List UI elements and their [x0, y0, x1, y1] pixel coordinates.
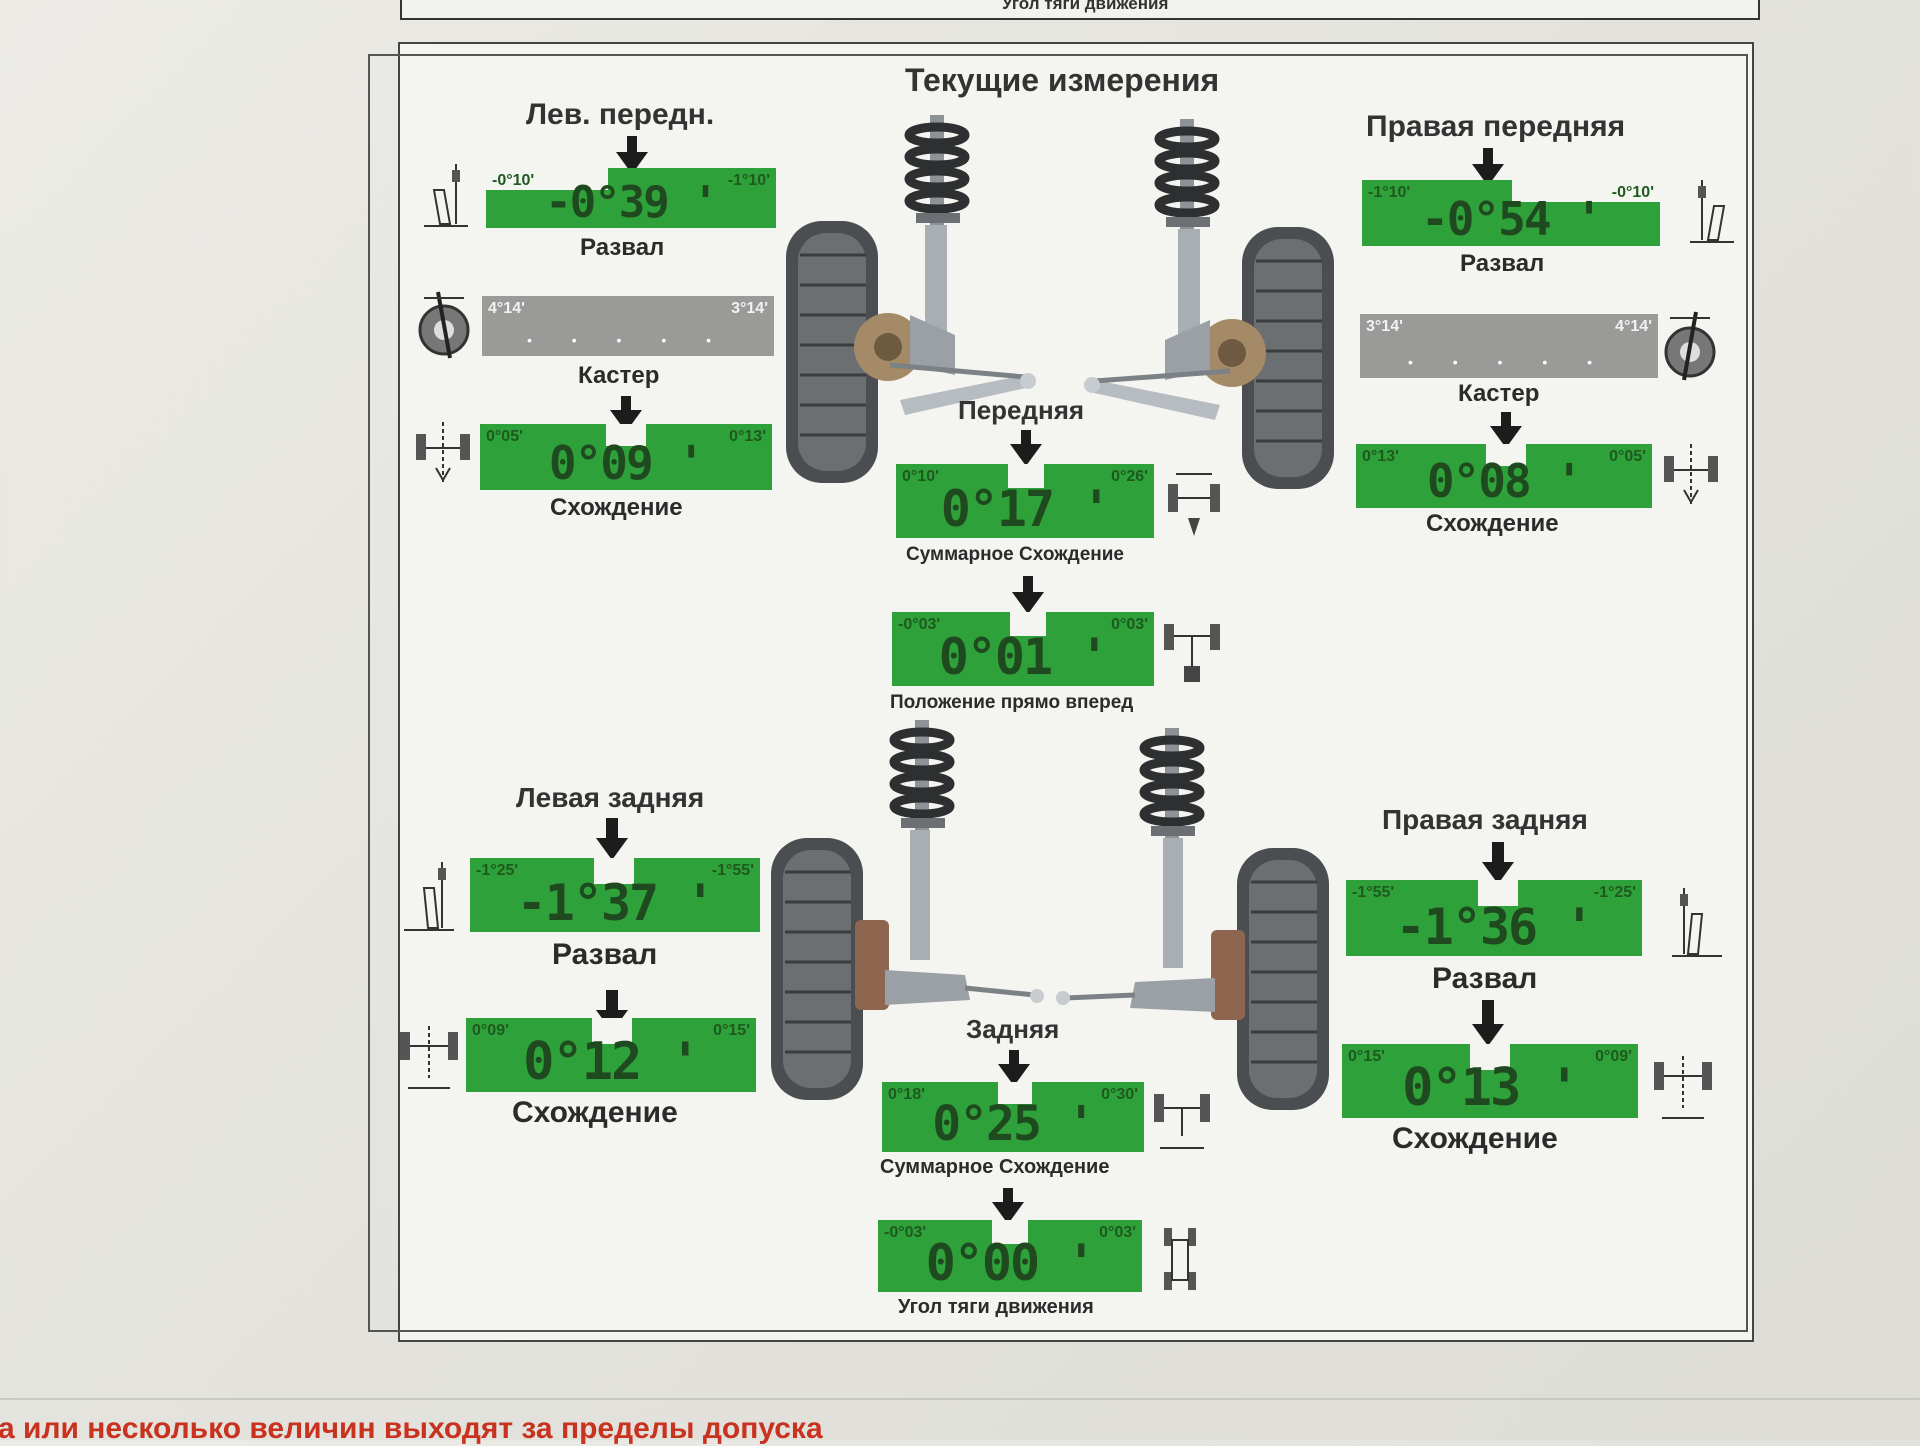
front-right-caster-min: 3°14' — [1366, 318, 1403, 335]
toe-icon — [1654, 1056, 1712, 1119]
front-left-toe-gauge: 0°05' 0°13' 0°09 ' — [480, 424, 772, 490]
front-left-caster-min: 4°14' — [488, 300, 525, 317]
rear-total-toe-label: Суммарное Схождение — [880, 1156, 1110, 1178]
rear-right-camber-max: -1°25' — [1593, 884, 1636, 901]
rear-left-heading: Левая задняя — [516, 782, 705, 813]
rear-right-drum — [1211, 930, 1245, 1020]
front-left-caster-max: 3°14' — [731, 300, 768, 317]
rear-left-camber-label: Развал — [552, 938, 658, 971]
front-left-caster-gauge: 4°14' 3°14' • • • • • — [482, 296, 774, 356]
rear-left-toe-min: 0°09' — [472, 1022, 509, 1039]
rear-thrust-gauge: -0°03' 0°03' 0°00 ' — [878, 1220, 1142, 1292]
rear-left-camber-value: -1°37 ' — [516, 874, 716, 932]
page-title: Текущие измерения — [905, 62, 1220, 98]
rear-thrust-label: Угол тяги движения — [898, 1296, 1094, 1318]
toe-icon — [400, 1026, 458, 1089]
front-straight-min: -0°03' — [898, 616, 941, 633]
caster-icon — [1664, 311, 1716, 381]
rear-right-camber-gauge: -1°55' -1°25' -1°36 ' — [1346, 880, 1642, 956]
front-left-camber-gauge: -0°10' -1°10' -0°39 ' — [486, 168, 776, 228]
rear-right-toe-min: 0°15' — [1348, 1048, 1385, 1065]
front-right-toe-min: 0°13' — [1362, 448, 1399, 465]
rear-right-toe-gauge: 0°15' 0°09' 0°13 ' — [1342, 1044, 1638, 1118]
toe-icon — [416, 422, 470, 484]
front-right-toe-max: 0°05' — [1609, 448, 1646, 465]
rear-left-toe-value: 0°12 ' — [523, 1032, 701, 1092]
front-left-caster-label: Кастер — [578, 362, 660, 389]
front-total-toe-gauge: 0°10' 0°26' 0°17 ' — [896, 464, 1154, 538]
measurements-frame — [368, 54, 1748, 1332]
front-right-camber-gauge: -1°10' -0°10' -0°54 ' — [1362, 180, 1660, 246]
rear-total-toe-min: 0°18' — [888, 1086, 925, 1103]
front-right-caster-max: 4°14' — [1615, 318, 1652, 335]
rear-right-camber-min: -1°55' — [1352, 884, 1395, 901]
front-right-camber-max: -0°10' — [1611, 184, 1654, 201]
front-left-toe-label: Схождение — [550, 494, 683, 521]
front-suspension-illustration — [786, 115, 1334, 489]
front-right-camber-min: -1°10' — [1368, 184, 1411, 201]
rear-right-toe-value: 0°13 ' — [1402, 1058, 1580, 1118]
previous-section-caption: Угол тяги движения — [1002, 0, 1169, 13]
front-right-caster-label: Кастер — [1458, 380, 1540, 407]
front-straight-max: 0°03' — [1111, 616, 1148, 633]
front-right-toe-gauge: 0°13' 0°05' 0°08 ' — [1356, 444, 1652, 508]
rear-total-toe-gauge: 0°18' 0°30' 0°25 ' — [882, 1082, 1144, 1152]
alert-footer: а или несколько величин выходят за преде… — [0, 1398, 1920, 1445]
front-left-heading: Лев. передн. — [526, 98, 715, 131]
front-left-camber-min: -0°10' — [492, 172, 535, 189]
front-straight-value: 0°01 ' — [938, 628, 1110, 686]
front-right-toe-value: 0°08 ' — [1426, 454, 1583, 508]
camber-icon — [424, 164, 468, 227]
rear-left-camber-max: -1°55' — [711, 862, 754, 879]
front-left-camber-label: Развал — [580, 234, 665, 261]
front-total-toe-min: 0°10' — [902, 468, 939, 485]
front-left-camber-max: -1°10' — [727, 172, 770, 189]
rear-right-toe-max: 0°09' — [1595, 1048, 1632, 1065]
toe-icon — [1664, 444, 1718, 506]
rear-total-toe-value: 0°25 ' — [932, 1096, 1095, 1152]
camber-icon — [1690, 180, 1734, 243]
front-right-camber-value: -0°54 ' — [1421, 192, 1603, 246]
rear-axle-heading: Задняя — [966, 1014, 1060, 1044]
rear-left-toe-gauge: 0°09' 0°15' 0°12 ' — [466, 1018, 756, 1092]
front-straight-label: Положение прямо вперед — [890, 692, 1134, 713]
front-total-toe-max: 0°26' — [1111, 468, 1148, 485]
front-right-caster-gauge: 3°14' 4°14' • • • • • — [1360, 314, 1658, 378]
rear-left-toe-max: 0°15' — [713, 1022, 750, 1039]
front-axle-heading: Передняя — [958, 395, 1085, 425]
rear-right-toe-label: Схождение — [1392, 1122, 1558, 1155]
front-left-toe-max: 0°13' — [729, 428, 766, 445]
previous-section-frame: Угол тяги движения — [400, 0, 1760, 20]
straight-ahead-icon — [1164, 624, 1220, 682]
rear-left-camber-gauge: -1°25' -1°55' -1°37 ' — [470, 858, 760, 932]
rear-thrust-value: 0°00 ' — [925, 1234, 1097, 1292]
alert-text: а или несколько величин выходят за преде… — [0, 1412, 823, 1445]
rear-left-toe-label: Схождение — [512, 1096, 678, 1129]
rear-right-camber-label: Развал — [1432, 962, 1538, 995]
thrust-angle-icon — [1164, 1228, 1196, 1290]
caster-icon — [418, 291, 470, 359]
camber-icon — [1672, 888, 1722, 957]
front-left-camber-value: -0°39 ' — [545, 177, 718, 228]
front-left-toe-min: 0°05' — [486, 428, 523, 445]
total-toe-icon — [1168, 473, 1220, 536]
rear-total-toe-max: 0°30' — [1101, 1086, 1138, 1103]
front-straight-gauge: -0°03' 0°03' 0°01 ' — [892, 612, 1154, 686]
rear-left-drum — [855, 920, 889, 1010]
rear-right-heading: Правая задняя — [1382, 804, 1588, 835]
front-total-toe-value: 0°17 ' — [940, 480, 1112, 538]
rear-thrust-max: 0°03' — [1099, 1224, 1136, 1241]
rear-left-camber-min: -1°25' — [476, 862, 519, 879]
front-right-camber-label: Развал — [1460, 250, 1545, 277]
rear-thrust-min: -0°03' — [884, 1224, 927, 1241]
front-left-toe-value: 0°09 ' — [548, 436, 705, 490]
front-right-heading: Правая передняя — [1366, 110, 1626, 143]
rear-suspension-illustration — [771, 720, 1329, 1110]
camber-icon — [404, 862, 454, 931]
total-toe-icon — [1154, 1094, 1210, 1149]
front-total-toe-label: Суммарное Схождение — [906, 544, 1124, 565]
front-right-toe-label: Схождение — [1426, 510, 1559, 537]
rear-right-camber-value: -1°36 ' — [1395, 898, 1595, 956]
